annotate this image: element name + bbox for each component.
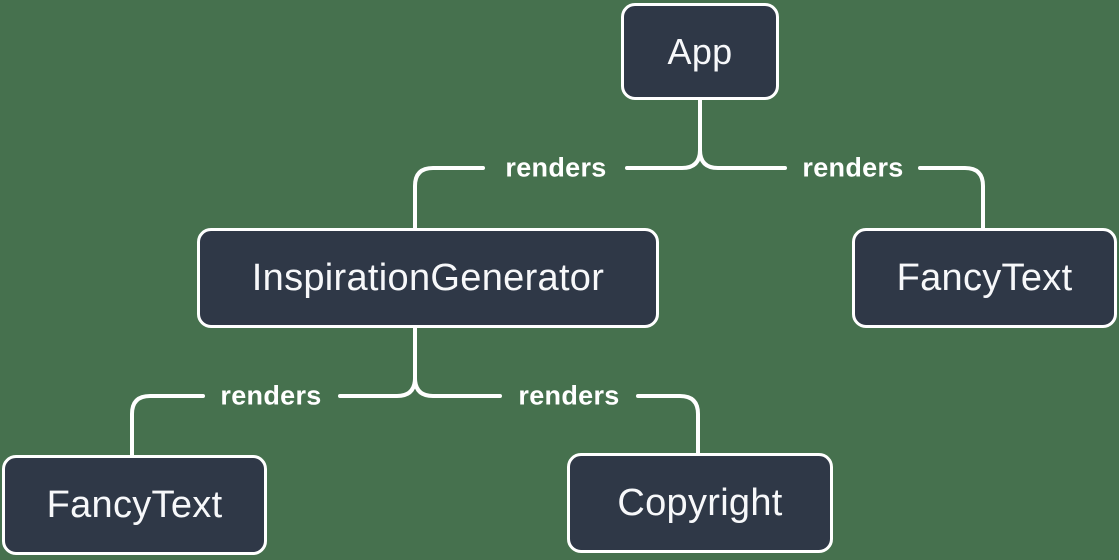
node-copyright: Copyright xyxy=(567,453,833,553)
edge-inspirationgenerator-fancytext-segment-1 xyxy=(338,326,417,398)
edge-inspirationgenerator-copyright-segment-1 xyxy=(413,326,502,398)
node-fancy-text-bottom-label: FancyText xyxy=(46,483,223,526)
edge-label-renders-app-fancytext: renders xyxy=(802,152,904,183)
node-fancy-text-top-label: FancyText xyxy=(896,256,1073,299)
edge-label-renders-app-inspirationgenerator: renders xyxy=(505,152,607,183)
edge-inspirationgenerator-copyright-segment-2 xyxy=(636,394,700,455)
edge-label-renders-inspirationgenerator-fancytext: renders xyxy=(220,380,322,411)
edge-app-inspirationgenerator-segment-1 xyxy=(625,98,702,170)
edge-app-inspirationgenerator-segment-2 xyxy=(413,166,485,230)
node-inspiration-generator-label: InspirationGenerator xyxy=(251,256,605,299)
edge-inspirationgenerator-fancytext-segment-2 xyxy=(130,394,205,457)
node-app-label: App xyxy=(667,30,733,72)
node-copyright-label: Copyright xyxy=(617,481,783,524)
node-app: App xyxy=(621,3,779,100)
edge-app-fancytext-segment-1 xyxy=(698,98,787,170)
node-inspiration-generator: InspirationGenerator xyxy=(197,228,659,328)
node-fancy-text-bottom: FancyText xyxy=(2,455,267,555)
node-fancy-text-top: FancyText xyxy=(852,228,1117,328)
edge-app-fancytext-segment-2 xyxy=(918,166,985,230)
edge-label-renders-inspirationgenerator-copyright: renders xyxy=(518,380,620,411)
